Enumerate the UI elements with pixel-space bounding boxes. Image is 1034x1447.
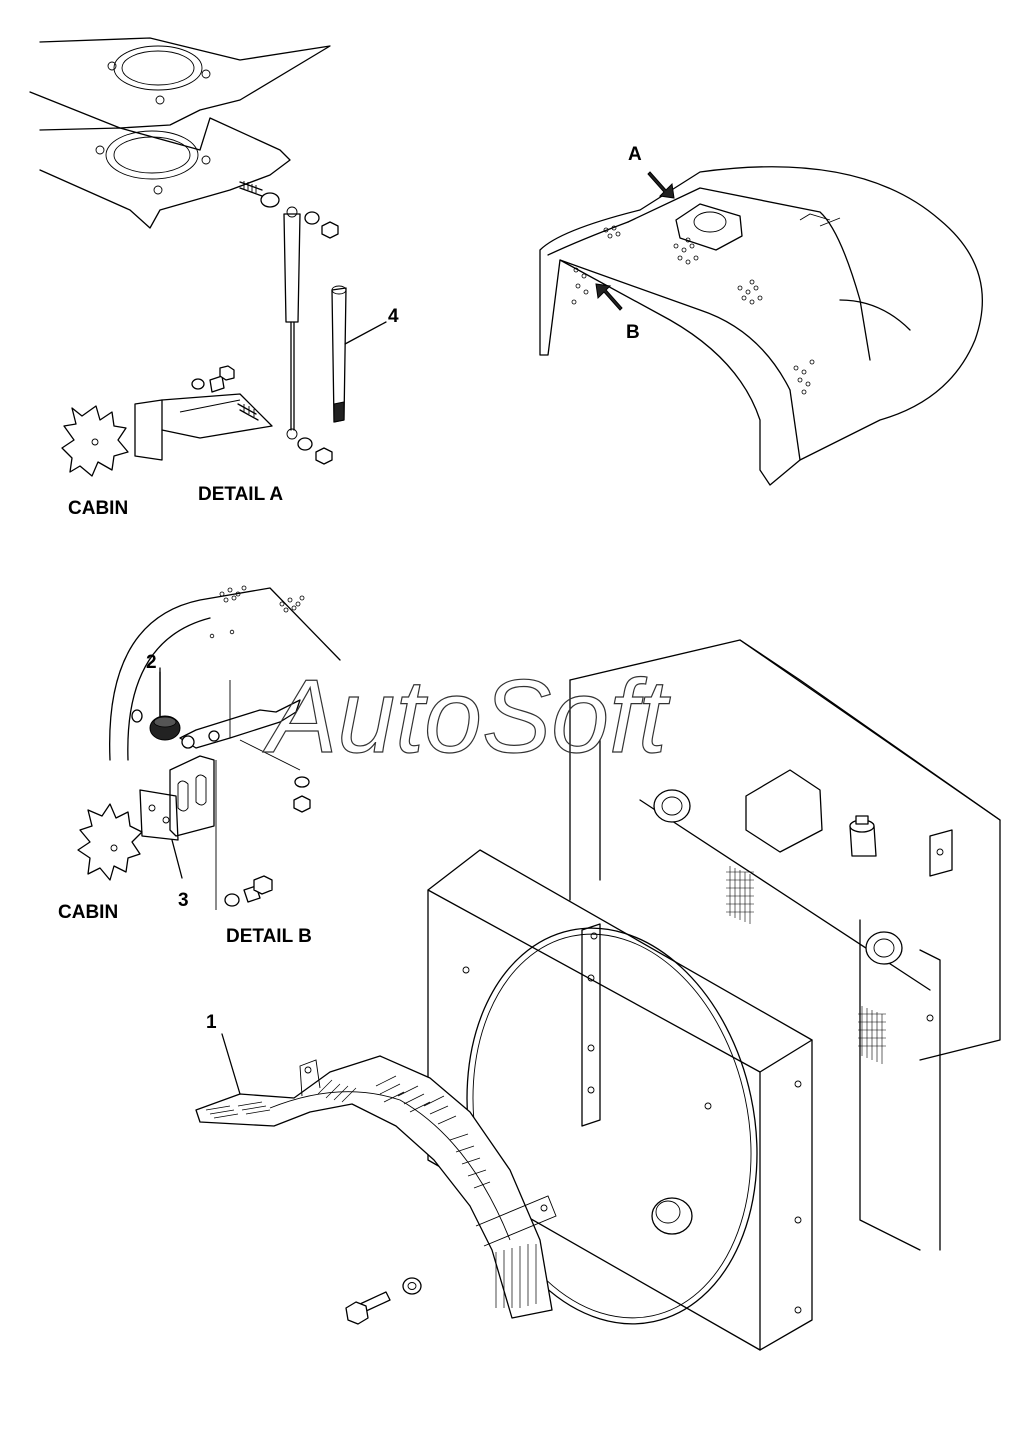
hood-assembly xyxy=(539,166,983,486)
detail-a-title: DETAIL A xyxy=(198,484,283,505)
fan-guard-assembly xyxy=(195,1033,557,1325)
arrow-a-icon xyxy=(647,171,675,199)
callout-2-label: 2 xyxy=(146,652,157,673)
arrow-b-icon xyxy=(595,283,623,311)
arrow-b-label: B xyxy=(626,322,640,343)
radiator-assembly xyxy=(427,639,1001,1351)
cabin-b-label: CABIN xyxy=(58,902,118,923)
radiator-mesh xyxy=(726,866,886,1064)
detail-b-assembly xyxy=(77,585,341,910)
detail-a-assembly xyxy=(29,37,387,477)
callout-3-label: 3 xyxy=(178,890,189,911)
arrow-a-label: A xyxy=(628,144,642,165)
hood-vent-perforations xyxy=(571,225,815,395)
fan-guard-slots xyxy=(205,1075,537,1308)
watermark-text: AutoSoft xyxy=(262,659,671,775)
callout-4-label: 4 xyxy=(388,306,399,327)
detail-b-title: DETAIL B xyxy=(226,926,312,947)
callout-1-label: 1 xyxy=(206,1012,217,1033)
cabin-a-label: CABIN xyxy=(68,498,128,519)
